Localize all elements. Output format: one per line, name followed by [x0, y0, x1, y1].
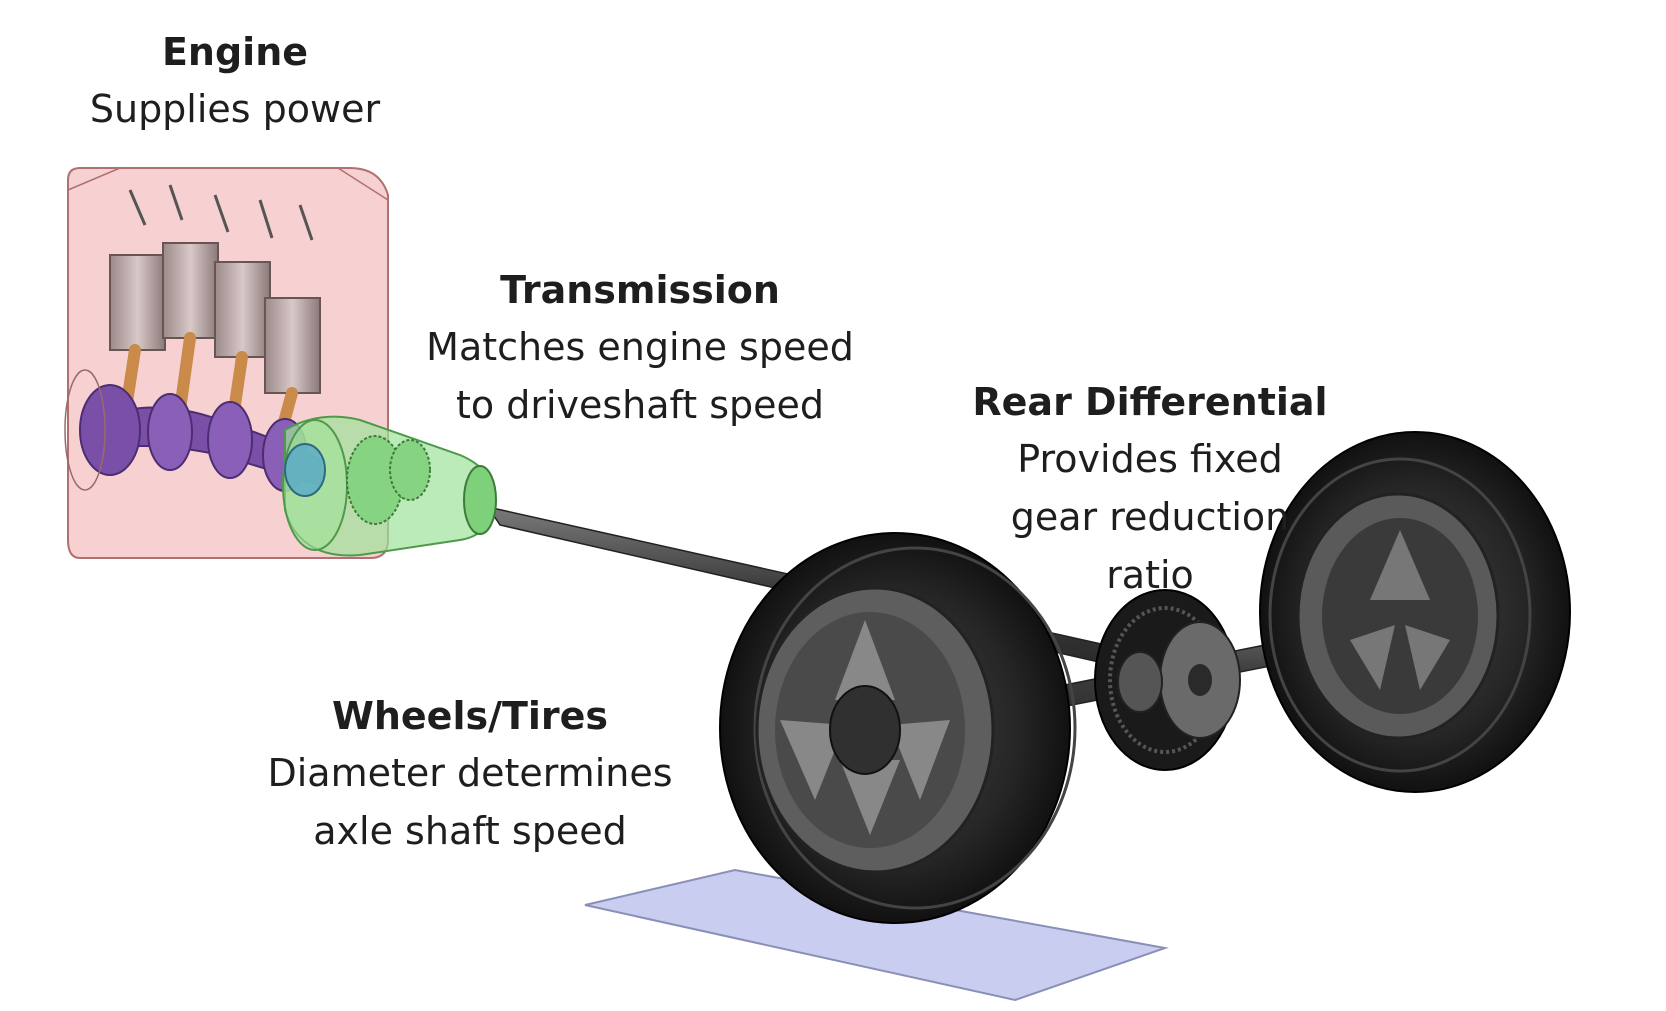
ground-plate	[584, 868, 1169, 1002]
transmission-desc-line-2: to driveshaft speed	[455, 383, 825, 427]
transmission-title: Transmission	[500, 268, 780, 312]
differential-label: Rear Differential Provides fixed gear re…	[950, 374, 1350, 604]
wheels-title: Wheels/Tires	[331, 694, 609, 738]
transmission-desc-line-1: Matches engine speed	[426, 325, 854, 369]
engine-desc-line-1: Supplies power	[89, 87, 381, 131]
differential-desc-line-2: gear reduction	[1010, 495, 1290, 539]
rear-differential	[1094, 589, 1241, 771]
differential-desc-line-3: ratio	[1106, 553, 1194, 597]
front-wheel	[719, 532, 1077, 924]
engine-label: Engine Supplies power	[60, 24, 410, 138]
rear-wheel	[1259, 431, 1571, 793]
engine-title: Engine	[161, 30, 309, 74]
wheels-label: Wheels/Tires Diameter determines axle sh…	[240, 688, 700, 860]
wheels-desc-line-1: Diameter determines	[267, 751, 673, 795]
differential-title: Rear Differential	[972, 380, 1328, 424]
transmission	[282, 415, 497, 557]
wheels-desc-line-2: axle shaft speed	[313, 809, 627, 853]
differential-desc-line-1: Provides fixed	[1017, 437, 1283, 481]
transmission-label: Transmission Matches engine speed to dri…	[395, 262, 885, 434]
